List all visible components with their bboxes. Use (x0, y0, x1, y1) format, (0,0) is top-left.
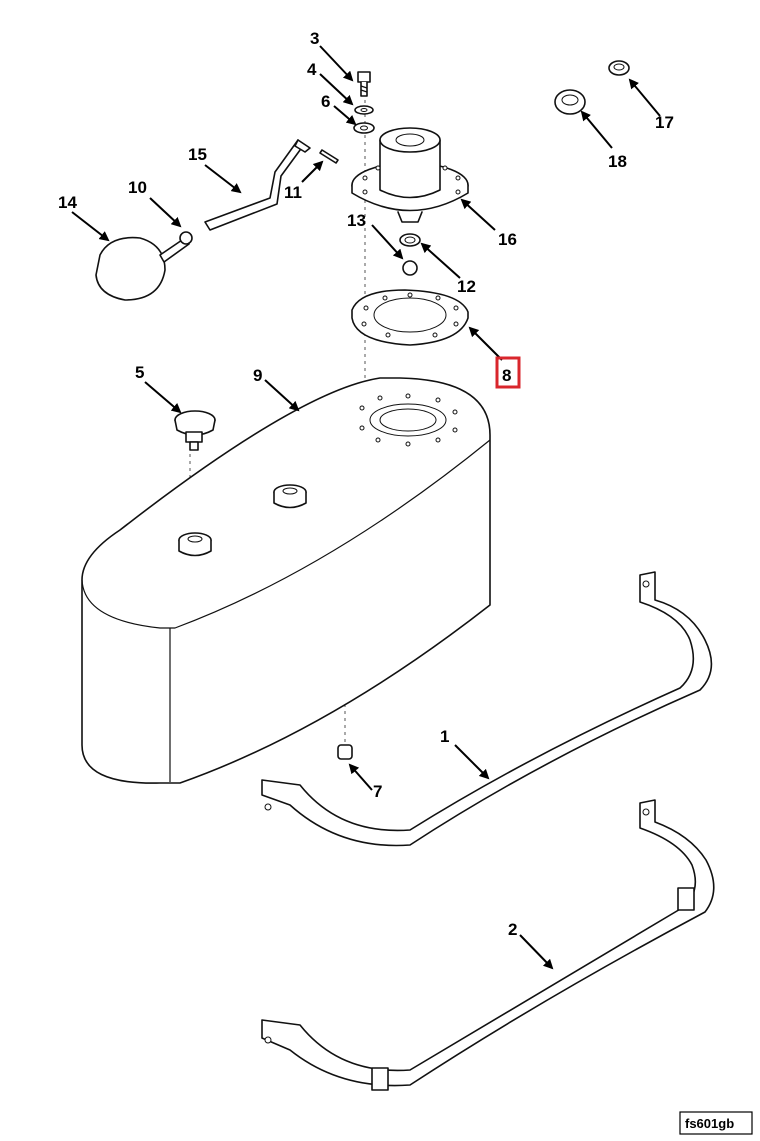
sending-unit (351, 127, 469, 223)
callout-17: 17 (655, 113, 674, 132)
fuel-tank (81, 377, 491, 784)
tank-boss-rear (273, 484, 307, 509)
tank-bolt-holes (359, 393, 458, 447)
callout-6: 6 (321, 92, 330, 111)
drain-plug (337, 744, 353, 760)
callout-5: 5 (135, 363, 144, 382)
callout-2: 2 (508, 920, 517, 939)
callout-1: 1 (440, 727, 449, 746)
tank-strap-upper (261, 571, 713, 847)
callout-11: 11 (284, 183, 302, 202)
callout-labels: 3 4 6 5 9 14 10 15 11 13 12 16 17 18 7 1… (58, 29, 674, 939)
grommet (399, 233, 421, 247)
float-assembly (95, 139, 339, 301)
callout-10: 10 (128, 178, 147, 197)
callout-3: 3 (310, 29, 319, 48)
callout-13: 13 (347, 211, 366, 230)
figure-ref: fs601gb (679, 1111, 753, 1135)
flange-bolt-holes (362, 165, 461, 195)
callout-7: 7 (373, 782, 382, 801)
callout-18: 18 (608, 152, 627, 171)
fitting-large (554, 89, 586, 115)
plug (402, 260, 418, 276)
filler-cap (174, 410, 216, 451)
figure-ref-label: fs601gb (685, 1116, 734, 1131)
highlight-box (495, 356, 521, 389)
tank-strap-lower (261, 799, 715, 1091)
fitting-small (608, 60, 630, 76)
callout-16: 16 (498, 230, 517, 249)
callout-14: 14 (58, 193, 77, 212)
callout-4: 4 (307, 60, 317, 79)
callout-15: 15 (188, 145, 207, 164)
callout-9: 9 (253, 366, 262, 385)
callout-12: 12 (457, 277, 476, 296)
gasket (351, 289, 469, 346)
bolt-and-washers (353, 71, 375, 134)
leader-arrows (71, 45, 661, 970)
callout-8: 8 (502, 366, 511, 385)
tank-boss-front (178, 532, 212, 557)
